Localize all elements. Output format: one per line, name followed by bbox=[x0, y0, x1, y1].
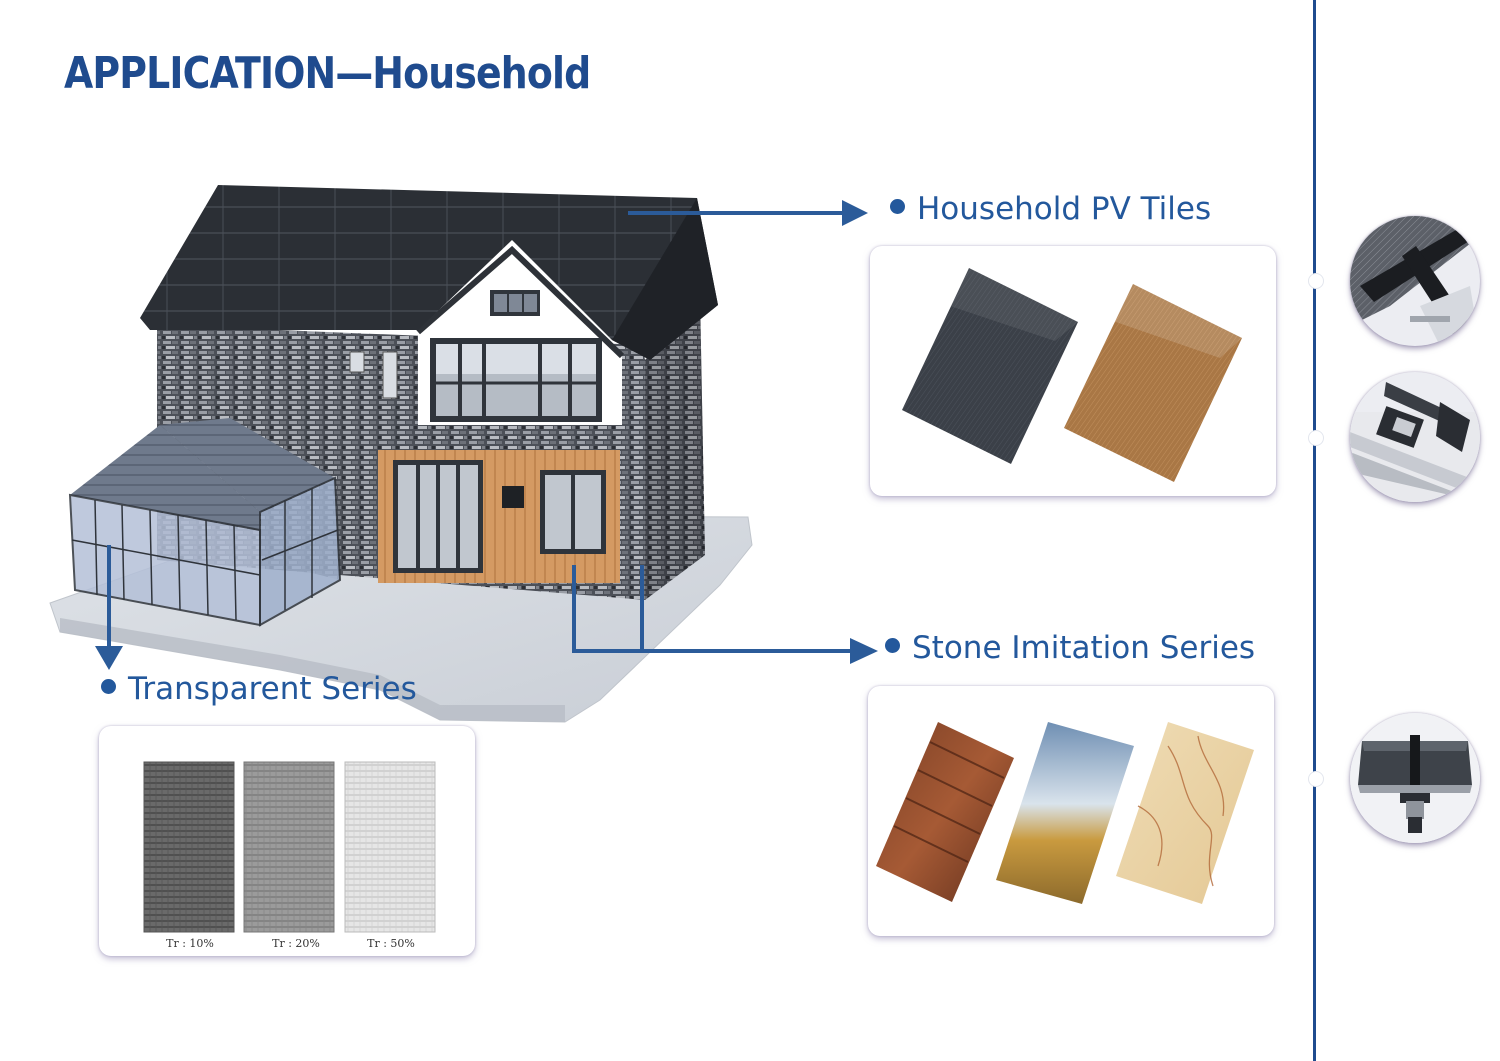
timeline-node bbox=[1308, 430, 1324, 446]
section-label-transparent: Transparent Series bbox=[101, 671, 417, 707]
bullet-icon bbox=[890, 199, 905, 214]
section-label-text: Stone Imitation Series bbox=[912, 630, 1256, 666]
section-label-stone: Stone Imitation Series bbox=[885, 630, 1255, 666]
transparency-label: Tr : 50% bbox=[367, 937, 415, 950]
stone-imitation-panels-icon bbox=[876, 722, 1254, 904]
stone-imitation-card bbox=[868, 686, 1274, 936]
roof-joint-detail-icon bbox=[1350, 216, 1480, 346]
curtain-wall-profile-detail-icon bbox=[1350, 713, 1480, 843]
bullet-icon bbox=[101, 679, 116, 694]
bullet-icon bbox=[885, 638, 900, 653]
transparent-series-card: Tr : 10% Tr : 20% Tr : 50% bbox=[99, 726, 475, 956]
transparent-panels-icon bbox=[143, 761, 436, 933]
transparency-label: Tr : 10% bbox=[166, 937, 214, 950]
timeline-line bbox=[1313, 0, 1316, 1061]
pv-tiles-card bbox=[870, 246, 1276, 496]
section-label-pv-tiles: Household PV Tiles bbox=[890, 191, 1211, 227]
mounting-clamp-detail-icon bbox=[1350, 372, 1480, 502]
timeline-node bbox=[1308, 771, 1324, 787]
pv-tile-panels-icon bbox=[902, 268, 1242, 482]
section-label-text: Transparent Series bbox=[128, 671, 417, 707]
section-label-text: Household PV Tiles bbox=[917, 191, 1212, 227]
page-title: APPLICATION—Household bbox=[64, 48, 591, 99]
transparency-label: Tr : 20% bbox=[272, 937, 320, 950]
timeline-node bbox=[1308, 273, 1324, 289]
